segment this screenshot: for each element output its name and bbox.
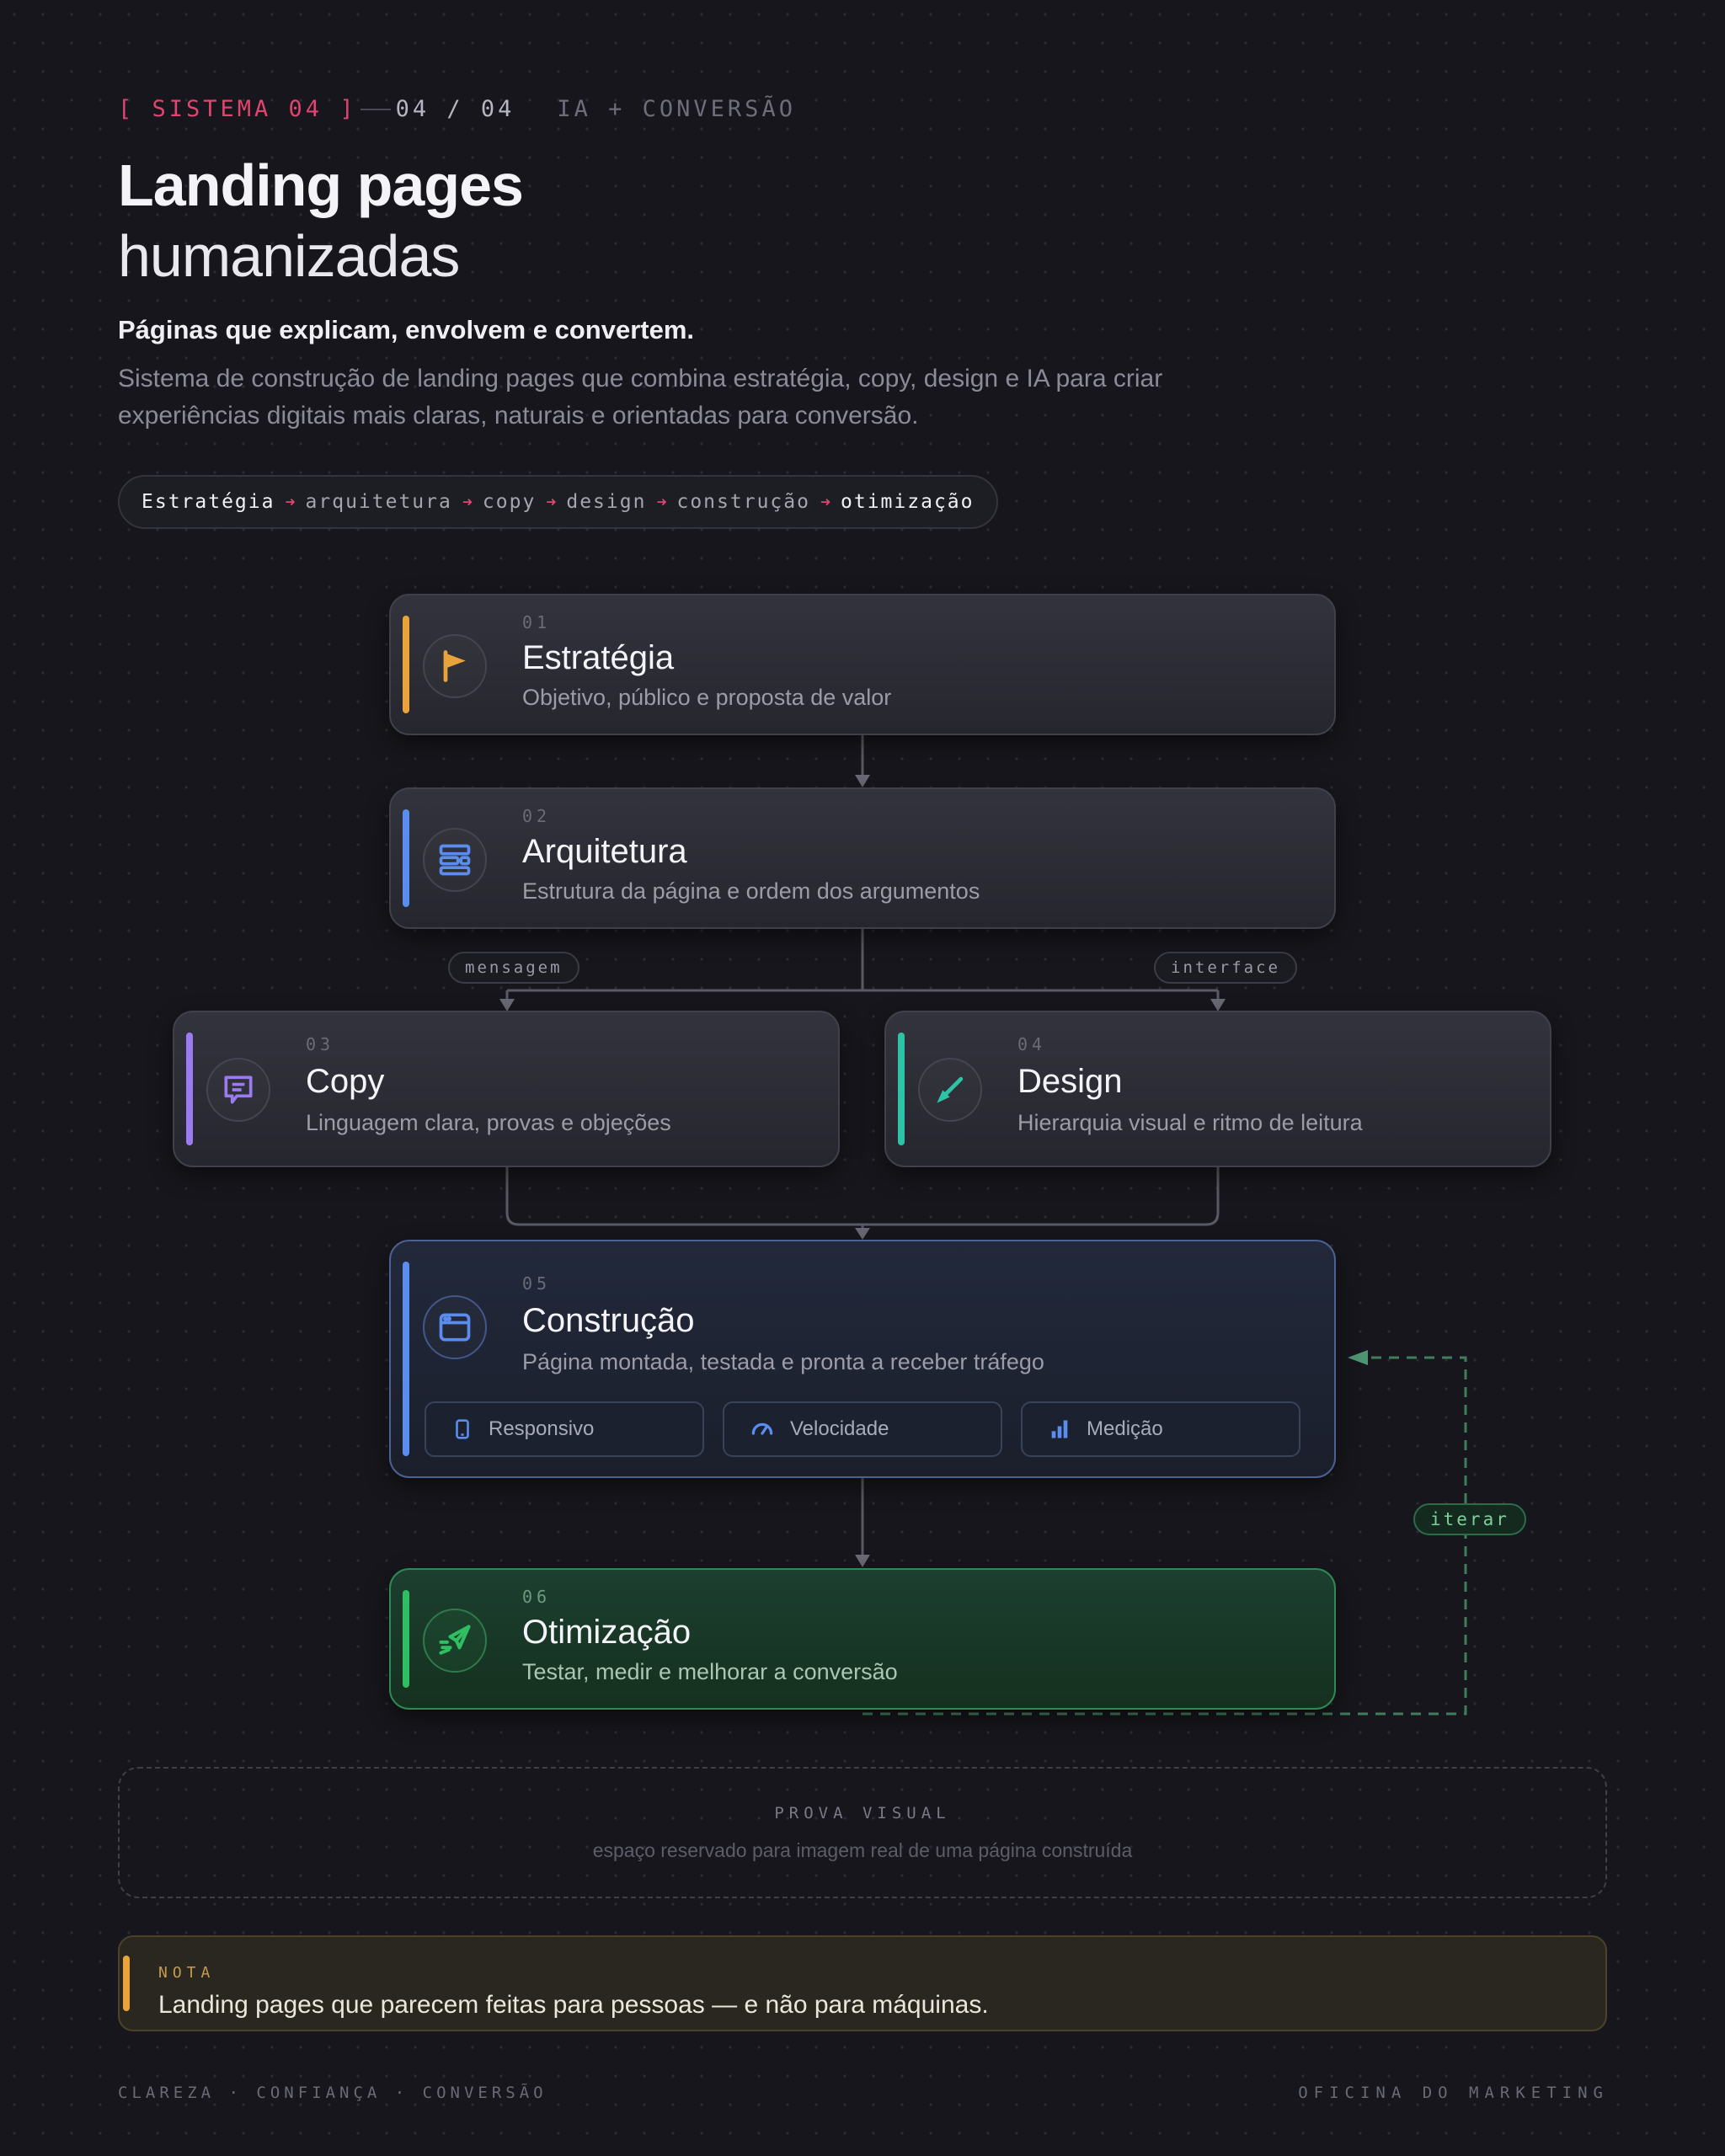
connector-2-branch [505,929,1220,1002]
label-mensagem: mensagem [448,952,579,984]
arrowhead-icon [855,1555,870,1567]
accent-bar [898,1033,905,1145]
card-subtitle: Objetivo, público e proposta de valor [522,685,892,710]
arrowhead-icon [855,775,870,787]
send-icon [423,1609,487,1673]
pipeline-step-arquitetura: arquitetura [305,491,452,513]
card-design[interactable]: 04 Design Hierarquia visual e ritmo de l… [884,1011,1551,1167]
arrow-right-icon: ➜ [656,492,667,512]
step-number: 02 [522,806,552,826]
system-topic: IA + CONVERSÃO [557,96,796,122]
pencil-icon [918,1058,982,1122]
iterate-loop-line [862,1356,1467,1716]
arrow-right-icon: ➜ [546,492,557,512]
card-subtitle: Testar, medir e melhorar a conversão [522,1659,898,1684]
accent-bar [403,809,409,907]
proof-text: espaço reservado para imagem real de uma… [592,1838,1133,1861]
accent-bar [403,616,409,713]
card-title: Construção [522,1302,695,1339]
feature-label: Velocidade [790,1417,889,1440]
chat-icon [206,1058,270,1122]
visual-proof-placeholder: PROVA VISUAL espaço reservado para image… [118,1767,1607,1898]
card-title: Otimização [522,1614,692,1651]
card-subtitle: Hierarquia visual e ritmo de leitura [1017,1110,1363,1135]
gauge-icon [751,1422,773,1435]
step-number: 01 [522,612,552,632]
accent-bar [123,1956,130,2011]
eyebrow: [ SISTEMA 04 ] 04 / 04 IA + CONVERSÃO [118,96,796,122]
step-number: 04 [1017,1034,1047,1054]
eyebrow-divider [360,108,391,110]
browser-icon [423,1295,487,1359]
system-count: 04 / 04 [395,96,515,122]
page-title-light: humanizadas [118,223,460,289]
mobile-icon [456,1419,469,1439]
card-construcao[interactable]: 05 Construção Página montada, testada e … [389,1240,1336,1478]
card-arquitetura[interactable]: 02 Arquitetura Estrutura da página e ord… [389,787,1336,929]
label-interface: interface [1154,952,1297,984]
pipeline-step-otimizacao: otimização [841,491,975,513]
feature-label: Medição [1087,1417,1163,1440]
feature-label: Responsivo [489,1417,595,1440]
pipeline-step-copy: copy [482,491,537,513]
accent-bar [403,1590,409,1688]
card-estrategia[interactable]: 01 Estratégia Objetivo, público e propos… [389,594,1336,735]
step-number: 03 [306,1034,335,1054]
footer-tagline: CLAREZA · CONFIANÇA · CONVERSÃO [118,2084,547,2102]
feature-medicao: Medição [1021,1401,1300,1457]
accent-bar [403,1262,409,1456]
card-subtitle: Estrutura da página e ordem dos argument… [522,878,980,904]
card-title: Arquitetura [522,833,687,870]
card-otimizacao[interactable]: 06 Otimização Testar, medir e melhorar a… [389,1568,1336,1710]
layout-icon [423,828,487,892]
label-iterar: iterar [1413,1503,1526,1535]
page-subtitle: Páginas que explicam, envolvem e convert… [118,315,695,344]
card-subtitle: Página montada, testada e pronta a receb… [522,1349,1044,1374]
feature-velocidade: Velocidade [723,1401,1002,1457]
note-label: NOTA [158,1964,216,1982]
bar-chart-icon [1051,1420,1068,1438]
pipeline-step-estrategia: Estratégia [142,491,275,513]
connector-merge [505,1167,1220,1226]
footer-brand: OFICINA DO MARKETING [1298,2084,1609,2102]
pipeline-step-construcao: construção [676,491,810,513]
page-description: Sistema de construção de landing pages q… [118,365,1163,430]
pipeline-chips: Estratégia ➜ arquitetura ➜ copy ➜ design… [118,475,998,529]
page-title: Landing pages [118,152,524,218]
card-subtitle: Linguagem clara, provas e objeções [306,1110,671,1135]
pipeline-step-design: design [566,491,647,513]
feature-responsivo: Responsivo [425,1401,704,1457]
proof-label: PROVA VISUAL [774,1803,951,1822]
flag-icon [423,634,487,698]
card-title: Estratégia [522,639,675,676]
card-title: Copy [306,1063,385,1100]
card-copy[interactable]: 03 Copy Linguagem clara, provas e objeçõ… [173,1011,840,1167]
step-number: 05 [522,1273,552,1294]
note-callout: NOTA Landing pages que parecem feitas pa… [118,1935,1607,2031]
arrow-right-icon: ➜ [462,492,473,512]
arrow-right-icon: ➜ [820,492,831,512]
iterate-arrowhead-icon [1348,1350,1368,1365]
step-number: 06 [522,1587,552,1607]
accent-bar [186,1033,193,1145]
arrowhead-icon [1210,999,1226,1011]
note-text: Landing pages que parecem feitas para pe… [158,1991,989,2019]
arrowhead-icon [855,1228,870,1240]
arrow-right-icon: ➜ [285,492,296,512]
arrowhead-icon [499,999,515,1011]
card-title: Design [1017,1063,1123,1100]
system-tag: [ SISTEMA 04 ] [118,96,357,122]
